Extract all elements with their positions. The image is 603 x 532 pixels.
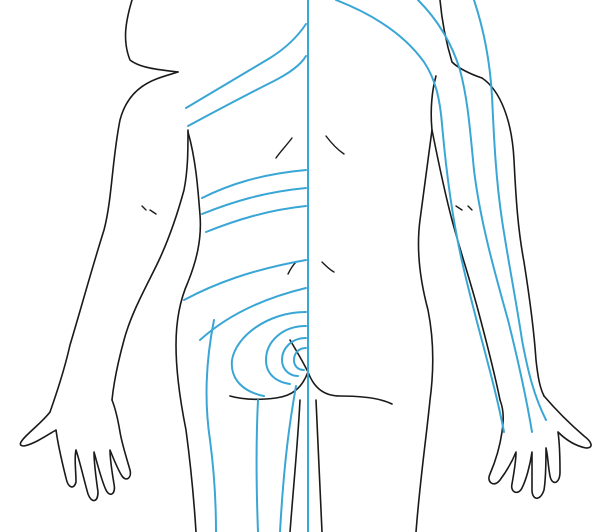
left-leg-line-1 xyxy=(207,320,216,532)
body-outline xyxy=(20,0,591,532)
right-hand-outline xyxy=(489,396,591,498)
left-leg-line-3 xyxy=(280,386,296,532)
right-arm-outer-outline xyxy=(482,78,544,396)
left-trunk-band-3 xyxy=(206,206,306,232)
right-arm-band-2 xyxy=(418,0,532,432)
right-inner-thigh-outline xyxy=(316,400,322,532)
left-leg-line-2 xyxy=(257,400,259,532)
left-torso-outline xyxy=(176,132,200,532)
dermatome-lines xyxy=(184,0,546,532)
left-lumbar-band-1 xyxy=(184,260,306,300)
left-scapula-mark xyxy=(276,138,292,158)
left-elbow-mark xyxy=(142,206,156,214)
left-shoulder-band-2 xyxy=(188,56,306,126)
gluteal-crease-outline xyxy=(290,340,308,372)
left-arm-outer-outline xyxy=(50,72,178,412)
neck-left-outline xyxy=(126,0,178,72)
right-buttock-outline xyxy=(308,372,392,404)
right-torso-outline xyxy=(416,130,433,532)
sacral-dimple-right xyxy=(322,262,334,272)
right-scapula-mark xyxy=(326,136,344,154)
left-hand-outline xyxy=(20,400,130,501)
left-trunk-band-1 xyxy=(202,170,306,198)
sacral-arc-mid xyxy=(266,326,306,384)
right-elbow-mark xyxy=(456,206,472,210)
